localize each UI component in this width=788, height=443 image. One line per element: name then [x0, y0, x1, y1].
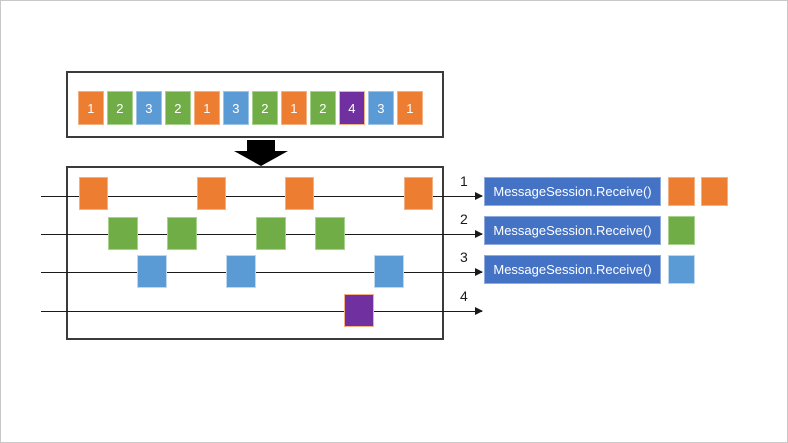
session-lane-number-4: 4	[460, 288, 468, 304]
session-message-block	[108, 217, 138, 250]
queue-tile: 3	[136, 91, 162, 125]
sessions-panel	[66, 166, 444, 340]
queue-tile: 2	[252, 91, 278, 125]
session-lane-line-1	[41, 196, 482, 197]
message-session-receive-box-3[interactable]: MessageSession.Receive()	[484, 255, 661, 284]
queue-tile: 1	[78, 91, 104, 125]
session-message-block	[226, 255, 256, 288]
received-message-swatch	[668, 177, 695, 206]
queue-tile: 2	[165, 91, 191, 125]
session-lane-arrowhead-4	[475, 306, 483, 315]
session-lane-arrowhead-3	[475, 267, 483, 276]
session-lane-number-2: 2	[460, 211, 468, 227]
down-arrow-icon	[234, 140, 288, 166]
message-session-receive-box-2[interactable]: MessageSession.Receive()	[484, 216, 661, 245]
received-message-swatch	[668, 255, 695, 284]
session-message-block	[79, 177, 108, 210]
session-lane-line-4	[41, 311, 482, 312]
session-message-block	[167, 217, 197, 250]
queue-tile: 3	[368, 91, 394, 125]
received-message-swatch	[668, 216, 695, 245]
session-lane-arrowhead-2	[475, 229, 483, 238]
queue-tile: 1	[397, 91, 423, 125]
session-lane-line-3	[41, 272, 482, 273]
session-message-block	[137, 255, 167, 288]
message-session-receive-box-1[interactable]: MessageSession.Receive()	[484, 177, 661, 206]
session-message-block	[256, 217, 286, 250]
session-lane-arrowhead-1	[475, 191, 483, 200]
queue-tile: 2	[107, 91, 133, 125]
session-message-block	[404, 177, 433, 210]
queue-tile: 2	[310, 91, 336, 125]
session-message-block	[197, 177, 226, 210]
queue-tile: 1	[194, 91, 220, 125]
queue-tile: 4	[339, 91, 365, 125]
session-message-block	[285, 177, 314, 210]
received-message-swatch	[701, 177, 728, 206]
session-lane-number-1: 1	[460, 173, 468, 189]
session-message-block	[374, 255, 404, 288]
session-lane-number-3: 3	[460, 249, 468, 265]
queue-tile: 3	[223, 91, 249, 125]
session-message-block	[344, 294, 374, 327]
session-message-block	[315, 217, 345, 250]
queue-tile: 1	[281, 91, 307, 125]
